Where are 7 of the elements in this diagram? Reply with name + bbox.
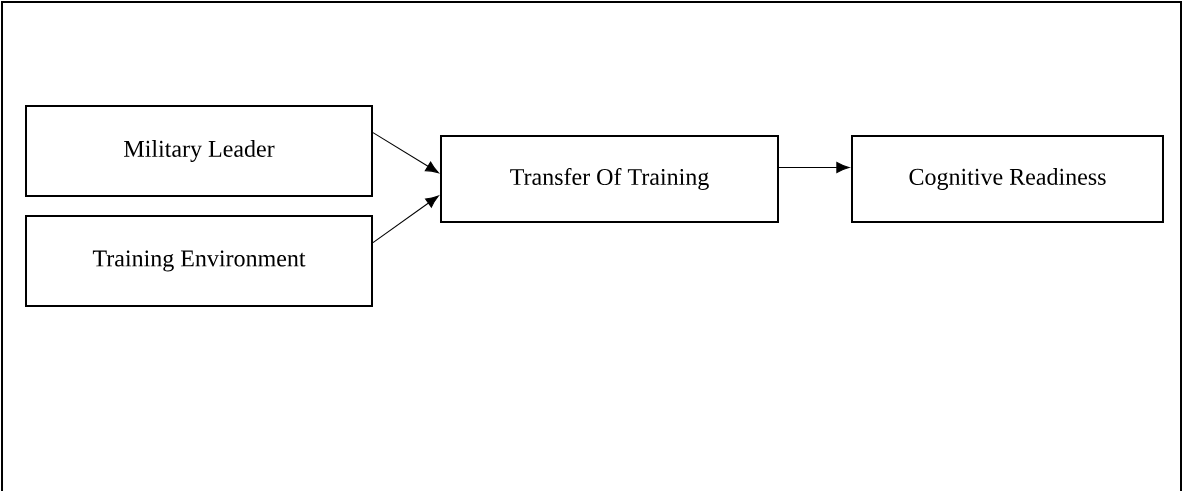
process-box: Transfer Of Training bbox=[440, 135, 779, 223]
process-box: Cognitive Readiness bbox=[851, 135, 1164, 223]
arrow bbox=[778, 162, 850, 174]
process-box: Military Leader bbox=[25, 105, 373, 197]
arrow bbox=[372, 195, 439, 244]
arrow bbox=[372, 132, 439, 174]
process-box: Training Environment bbox=[25, 215, 373, 307]
